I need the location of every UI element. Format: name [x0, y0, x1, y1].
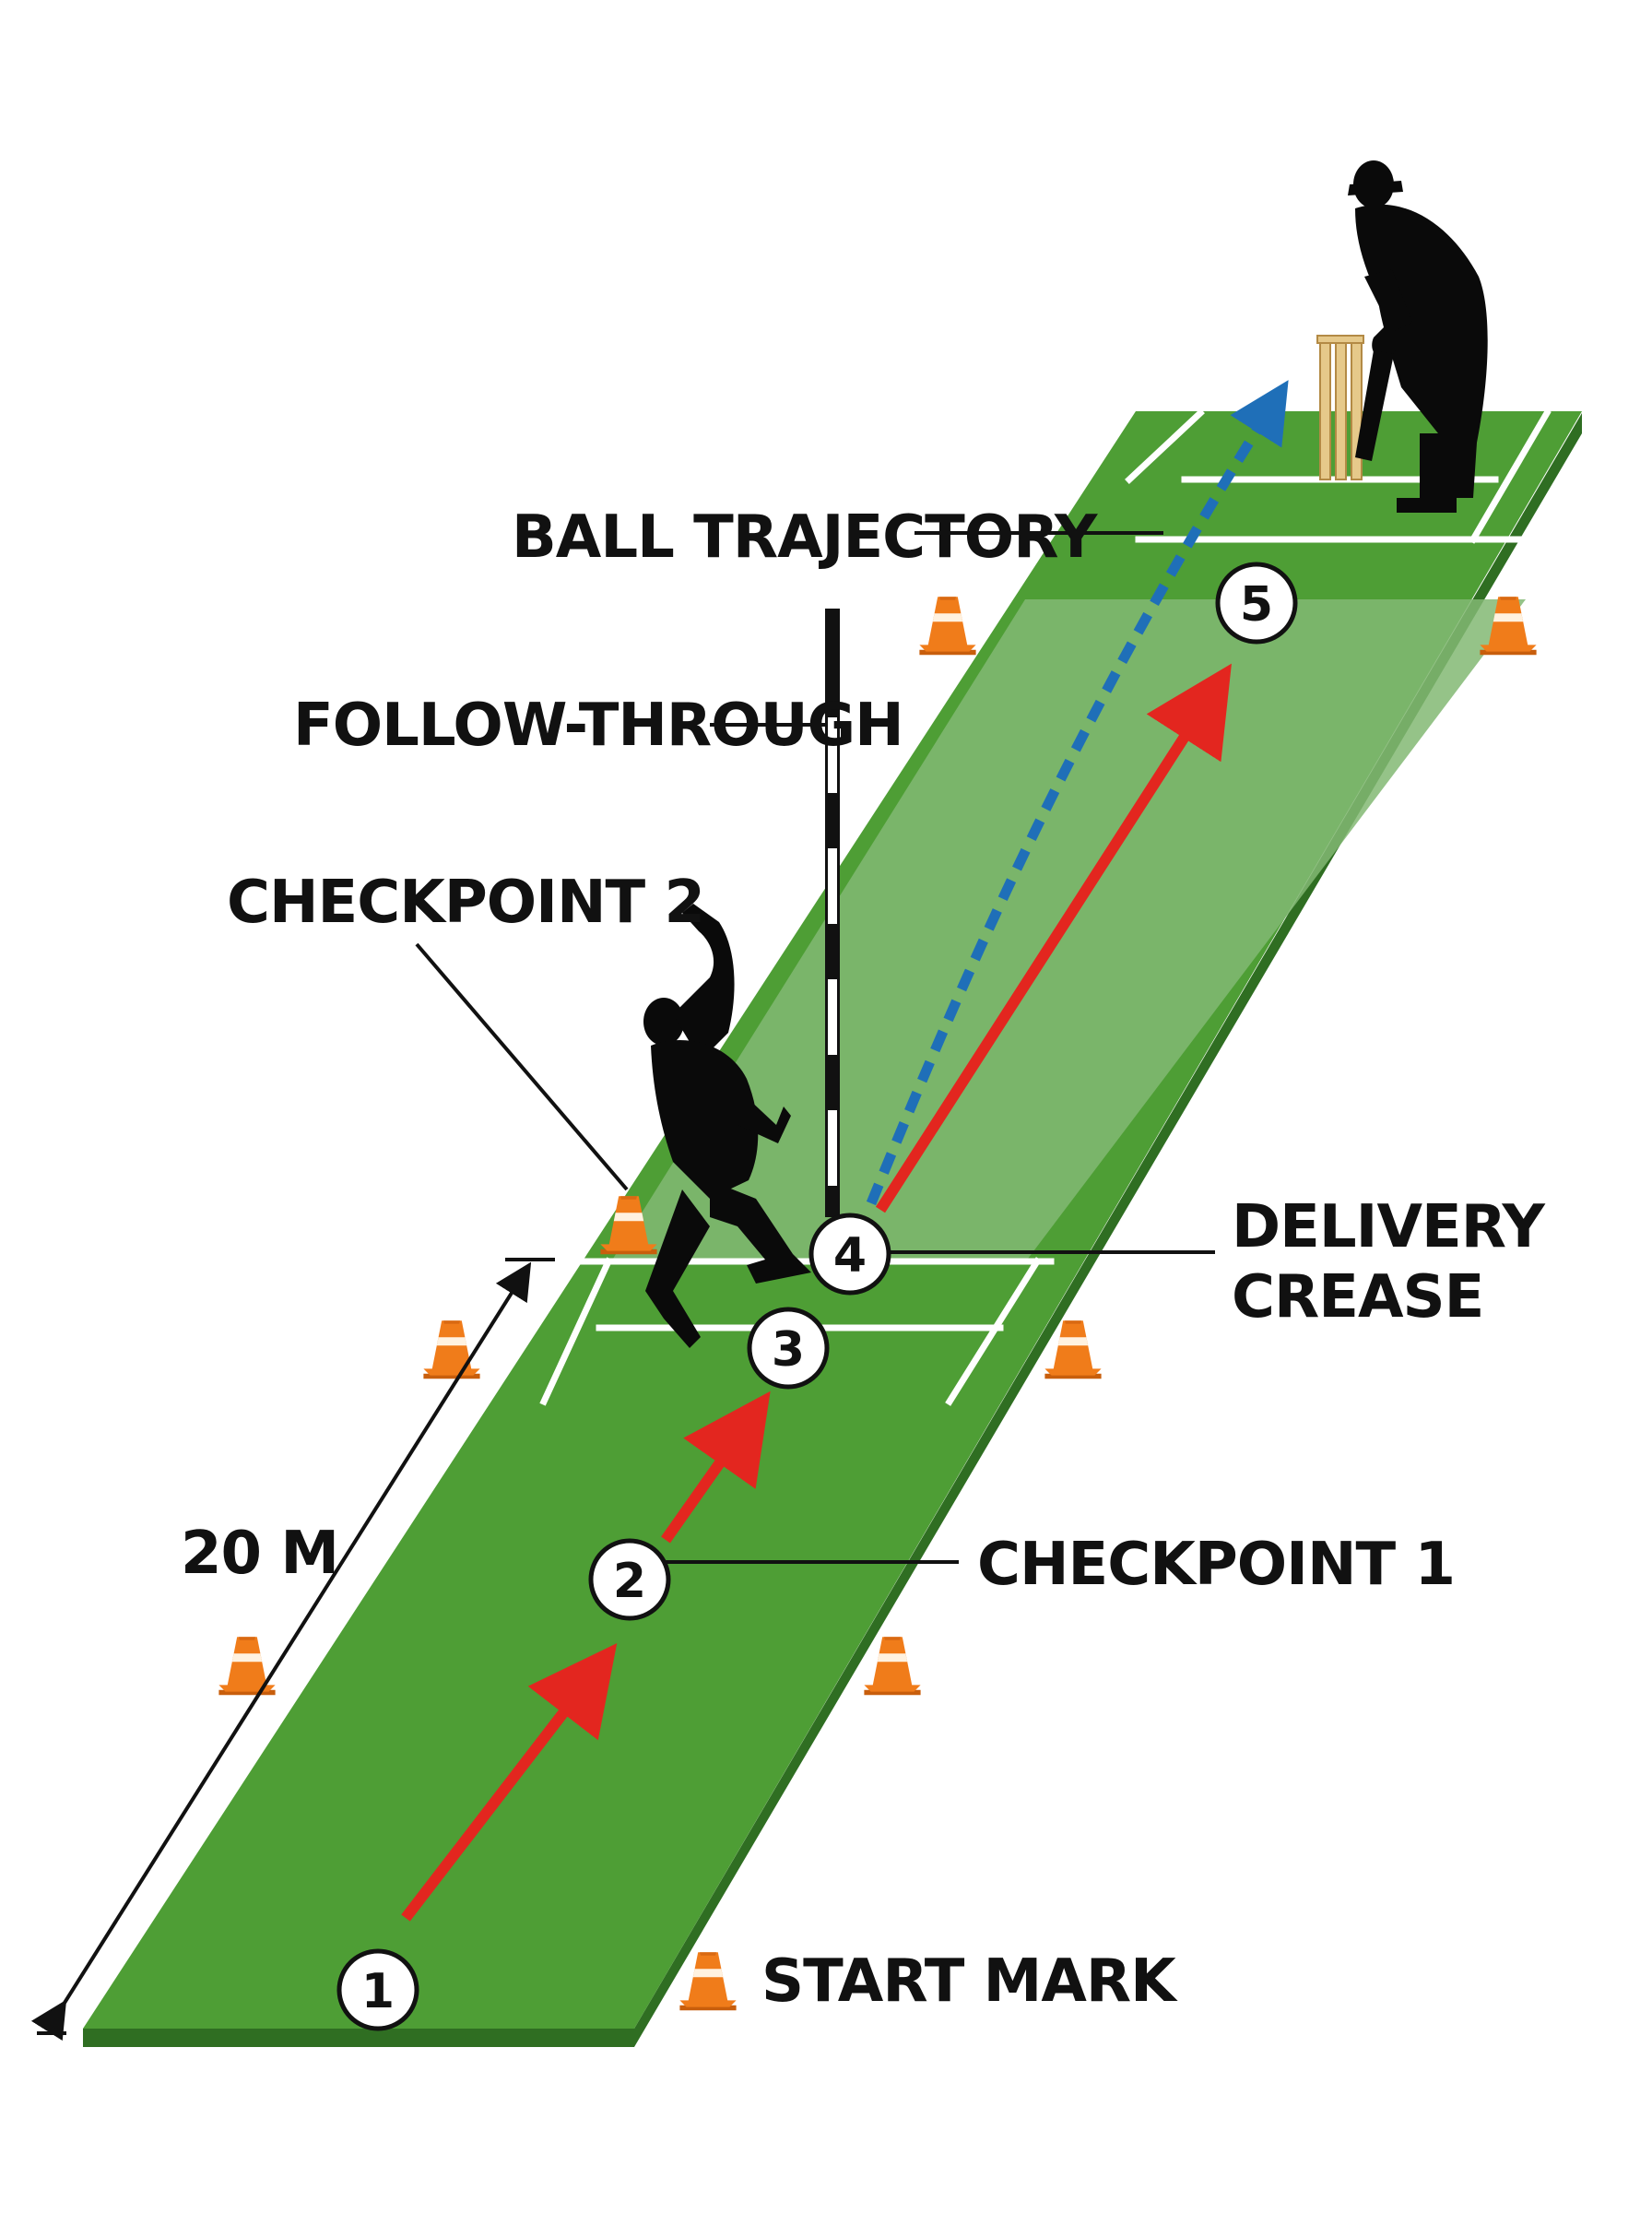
label-follow-through: FOLLOW-THROUGH	[293, 692, 903, 760]
cone-icon	[919, 597, 976, 656]
leader-lines	[415, 531, 1215, 1564]
label-delivery-crease-line1: DELIVERY	[1232, 1193, 1545, 1261]
label-ball-trajectory: BALL TRAJECTORY	[512, 503, 1098, 572]
stumps-icon	[1316, 335, 1364, 480]
label-start-mark: START MARK	[761, 1947, 1178, 2016]
cone-icon	[679, 1952, 737, 2011]
marker-1-number: 1	[361, 1964, 395, 2019]
cone-icon	[423, 1320, 480, 1379]
marker-5-number: 5	[1240, 577, 1273, 633]
cone-icon	[864, 1637, 921, 1696]
marker-5: 5	[1215, 562, 1298, 645]
marker-2-number: 2	[613, 1554, 646, 1609]
follow-through-zone	[613, 599, 1526, 1259]
cone-icon	[218, 1637, 276, 1696]
label-delivery-crease-line2: CREASE	[1232, 1263, 1483, 1331]
label-checkpoint-1: CHECKPOINT 1	[977, 1531, 1455, 1599]
distance-dimension	[30, 1258, 555, 2041]
marker-3-number: 3	[772, 1322, 805, 1378]
label-distance: 20 M	[181, 1520, 338, 1588]
marker-4-number: 4	[833, 1228, 867, 1284]
follow-through-pole	[825, 609, 840, 1217]
marker-4: 4	[808, 1213, 891, 1296]
marker-1: 1	[336, 1948, 419, 2031]
batsman-silhouette	[1348, 160, 1488, 513]
bowler-silhouette	[643, 904, 811, 1348]
pitch-shadow	[83, 2029, 634, 2047]
marker-3: 3	[747, 1307, 830, 1390]
label-checkpoint-2: CHECKPOINT 2	[227, 869, 704, 937]
ball-trajectory-path	[866, 380, 1289, 1206]
marker-2: 2	[588, 1538, 671, 1621]
